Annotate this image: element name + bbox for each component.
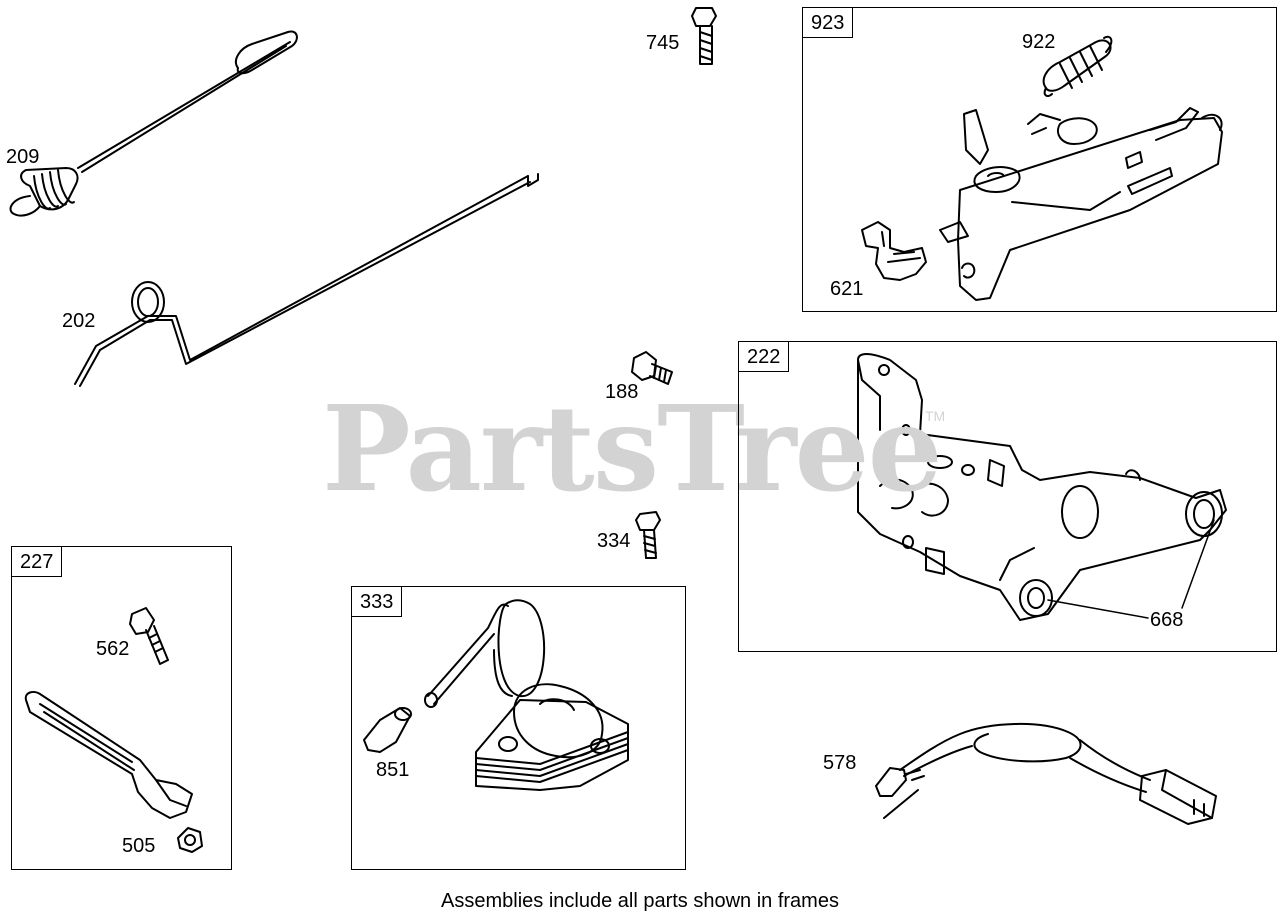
part-label-668: 668 — [1150, 609, 1184, 631]
wire-harness-578-drawing — [875, 722, 1217, 825]
ignition-coil-333-drawing — [363, 599, 629, 791]
watermark-trademark: TM — [925, 408, 946, 424]
lever-505-drawing — [24, 691, 203, 853]
part-label-188: 188 — [605, 381, 639, 403]
bolt-188-drawing — [631, 351, 673, 385]
part-label-334: 334 — [597, 530, 631, 552]
frame-222: 222 — [738, 341, 1277, 652]
control-bracket-923-drawing — [861, 35, 1223, 301]
frame-333: 333 — [351, 586, 686, 870]
bracket-222-drawing — [857, 353, 1227, 621]
watermark: PartsTree — [322, 379, 943, 518]
bolt-562-drawing — [129, 607, 169, 665]
part-label-578: 578 — [823, 752, 857, 774]
part-label-851: 851 — [376, 759, 410, 781]
leader-line-668b — [1181, 519, 1215, 609]
part-label-922: 922 — [1022, 31, 1056, 53]
frame-tag-222: 222 — [738, 341, 790, 372]
part-label-562: 562 — [96, 638, 130, 660]
frame-tag-333: 333 — [351, 586, 403, 617]
bolt-334-drawing — [635, 511, 661, 559]
part-label-621: 621 — [830, 278, 864, 300]
part-label-202: 202 — [62, 310, 96, 332]
diagram-caption: Assemblies include all parts shown in fr… — [441, 890, 839, 912]
frame-tag-227: 227 — [11, 546, 63, 577]
part-label-505: 505 — [122, 835, 156, 857]
leader-line-668 — [1047, 599, 1149, 619]
bolt-745-drawing — [691, 7, 717, 65]
frame-923: 923 — [802, 7, 1277, 312]
rod-202-drawing — [74, 173, 539, 387]
spring-209-drawing — [9, 30, 298, 217]
part-label-745: 745 — [646, 32, 680, 54]
frame-tag-923: 923 — [802, 7, 854, 38]
part-label-209: 209 — [6, 146, 40, 168]
frame-227: 227 — [11, 546, 232, 870]
